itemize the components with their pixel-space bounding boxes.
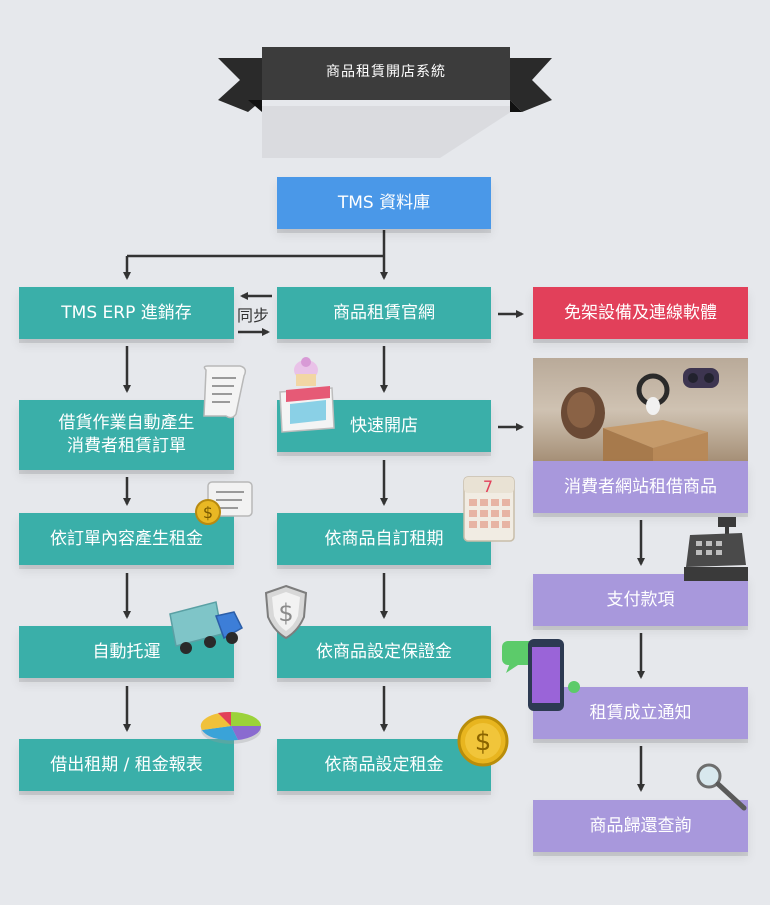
gen-rent-label: 依訂單內容產生租金	[50, 528, 203, 549]
rent-label: 依商品設定租金	[324, 754, 444, 775]
truck-icon	[169, 601, 243, 654]
banner-ribbon	[218, 47, 552, 158]
official-site-box: 商品租賃官網	[277, 287, 491, 339]
no-install-box: 免架設備及連線軟體	[533, 287, 748, 339]
consumer-rent-label: 消費者網站租借商品	[564, 476, 717, 497]
return-query-label: 商品歸還查詢	[589, 815, 692, 836]
svg-text:$: $	[475, 727, 492, 757]
deposit-label: 依商品設定保證金	[316, 641, 452, 662]
svg-text:7: 7	[483, 477, 493, 496]
notify-label: 租賃成立通知	[589, 702, 692, 723]
auto-order-line2: 消費者租賃訂單	[67, 436, 186, 456]
rent-box: 依商品設定租金	[277, 739, 491, 791]
coin-icon: $	[457, 715, 509, 767]
invoice-coin-icon: $	[195, 481, 253, 525]
auto-ship-label: 自動托運	[92, 641, 161, 662]
rental-period-box: 依商品自訂租期	[277, 513, 491, 565]
pie-chart-icon	[200, 711, 262, 744]
shop-icon	[279, 357, 335, 433]
notify-box: 租賃成立通知	[533, 687, 748, 739]
calendar-icon: 7	[463, 476, 515, 542]
deposit-box: 依商品設定保證金	[277, 626, 491, 678]
erp-label: TMS ERP 進銷存	[61, 302, 192, 323]
gen-rent-box: 依訂單內容產生租金	[19, 513, 234, 565]
payment-label: 支付款項	[606, 589, 675, 610]
receipt-icon	[203, 365, 247, 419]
banner-title: 商品租賃開店系統	[326, 64, 446, 80]
svg-text:$: $	[278, 599, 293, 627]
report-label: 借出租期 / 租金報表	[50, 754, 203, 775]
magnifier-icon	[696, 763, 747, 811]
rental-period-label: 依商品自訂租期	[324, 528, 444, 549]
quick-open-label: 快速開店	[350, 415, 418, 436]
sync-label: 同步	[237, 306, 270, 325]
auto-order-box: 借貨作業自動產生 消費者租賃訂單	[19, 400, 234, 470]
shield-icon: $	[264, 584, 308, 640]
tms-database-box: TMS 資料庫	[277, 177, 491, 229]
tms-database-label: TMS 資料庫	[337, 192, 431, 213]
erp-box: TMS ERP 進銷存	[19, 287, 234, 339]
consumer-rent-box: 消費者網站租借商品	[533, 461, 748, 513]
rental-products-photo	[533, 358, 748, 462]
cash-register-icon	[684, 517, 748, 581]
payment-box: 支付款項	[533, 574, 748, 626]
return-query-box: 商品歸還查詢	[533, 800, 748, 852]
no-install-label: 免架設備及連線軟體	[564, 302, 717, 323]
phone-chat-icon	[502, 639, 580, 711]
official-site-label: 商品租賃官網	[333, 302, 435, 323]
report-box: 借出租期 / 租金報表	[19, 739, 234, 791]
svg-text:$: $	[203, 503, 213, 522]
auto-order-line1: 借貨作業自動產生	[58, 413, 195, 434]
